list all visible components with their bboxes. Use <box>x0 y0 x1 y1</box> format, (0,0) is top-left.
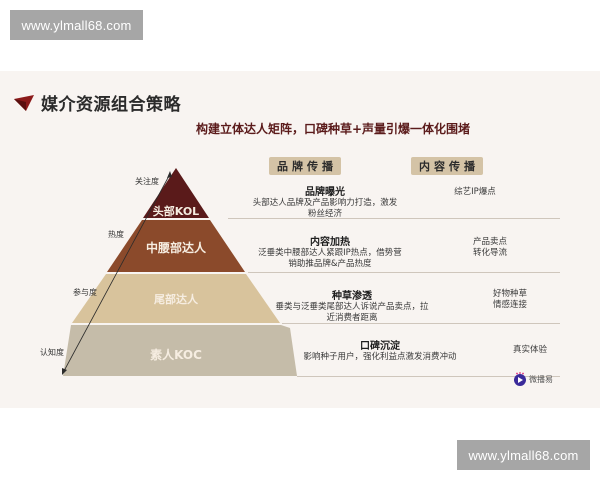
column-header-content: 内容传播 <box>411 157 483 175</box>
row-desc-line: 粉丝经济 <box>307 209 342 219</box>
axis-arrow-up-icon <box>167 171 172 178</box>
row-title: 口碑沉淀 <box>360 341 400 352</box>
tier-tail <box>72 274 280 323</box>
axis-label-attention: 关注度 <box>135 177 159 186</box>
axis-arrow-down-icon <box>62 368 67 375</box>
row-desc-line: 影响种子用户，强化利益点激发消费冲动 <box>303 352 457 362</box>
subtitle: 构建立体达人矩阵，口碑种草+声量引爆一体化围堵 <box>195 122 471 136</box>
pyramid-diagram <box>62 168 297 376</box>
axis-label-heat: 热度 <box>108 230 124 239</box>
row-desc-line: 近消费者距离 <box>326 313 378 323</box>
axis-label-participation: 参与度 <box>73 288 97 297</box>
axis-label-awareness: 认知度 <box>40 348 64 357</box>
tier-label-koc: 素人KOC <box>150 348 202 362</box>
tier-label-tail: 尾部达人 <box>154 293 198 306</box>
axis-line <box>63 173 171 372</box>
row-desc-line: 头部达人品牌及产品影响力打造，激发 <box>252 198 398 208</box>
column-header-brand: 品牌传播 <box>269 157 341 175</box>
play-logo-icon <box>514 372 526 386</box>
row-title: 内容加热 <box>310 237 350 248</box>
content-cell: 产品卖点 转化导流 <box>450 237 530 259</box>
row-reputation: 口碑沉淀 影响种子用户，强化利益点激发消费冲动 <box>295 337 465 363</box>
slide: 媒介资源组合策略 构建立体达人矩阵，口碑种草+声量引爆一体化围堵 品牌传播 内容… <box>0 71 600 408</box>
row-desc-line: 垂类与泛垂类尾部达人诉说产品卖点，拉 <box>275 302 429 312</box>
content-cell: 综艺IP爆点 <box>430 187 520 198</box>
row-desc-line: 销助推品牌&产品热度 <box>288 259 372 269</box>
content-line: 真实体验 <box>512 345 547 355</box>
divider <box>248 272 560 273</box>
tier-kol <box>143 168 209 218</box>
content-cell: 真实体验 <box>495 345 565 356</box>
tier-mid <box>107 220 245 272</box>
watermark-bottom: www.ylmall68.com <box>457 440 590 470</box>
row-content-heat: 内容加热 泛垂类中腰部达人紧跟IP热点，借势营 销助推品牌&产品热度 <box>230 233 430 270</box>
row-desc-line: 泛垂类中腰部达人紧跟IP热点，借势营 <box>258 248 402 258</box>
tier-label-mid: 中腰部达人 <box>145 241 206 255</box>
content-line: 产品卖点 <box>472 237 507 247</box>
row-brand-exposure: 品牌曝光 头部达人品牌及产品影响力打造，激发 粉丝经济 <box>225 183 425 220</box>
content-cell: 好物种草 情感连接 <box>470 289 550 311</box>
row-seeding: 种草渗透 垂类与泛垂类尾部达人诉说产品卖点，拉 近消费者距离 <box>262 287 442 324</box>
triangle-bullet-icon <box>14 94 34 111</box>
content-line: 转化导流 <box>472 248 507 258</box>
tier-koc <box>63 325 297 376</box>
divider <box>228 218 560 219</box>
row-title: 种草渗透 <box>332 291 372 302</box>
divider <box>297 376 560 377</box>
brand-logo: 微播易 <box>513 372 553 386</box>
content-line: 情感连接 <box>492 300 527 310</box>
content-line: 综艺IP爆点 <box>454 187 496 197</box>
brand-logo-text: 微播易 <box>529 374 553 384</box>
watermark-top: www.ylmall68.com <box>10 10 143 40</box>
content-line: 好物种草 <box>492 289 527 299</box>
tier-label-kol: 头部KOL <box>152 205 200 218</box>
divider <box>282 323 560 324</box>
row-title: 品牌曝光 <box>305 187 345 198</box>
slide-header: 媒介资源组合策略 <box>13 90 181 115</box>
page-title: 媒介资源组合策略 <box>41 95 181 115</box>
